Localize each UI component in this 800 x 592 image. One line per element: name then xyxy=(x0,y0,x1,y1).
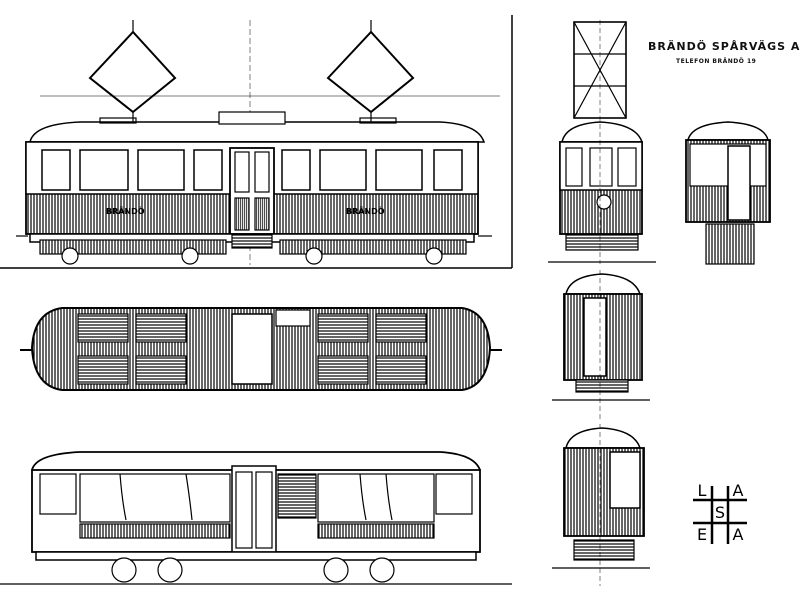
section-view xyxy=(0,451,512,585)
logo-letter-5: A xyxy=(732,524,744,544)
logo-letter-1: L xyxy=(697,480,707,500)
logo-letter-2: A xyxy=(732,480,744,500)
rear-end-view xyxy=(685,121,771,265)
logo-letter-3: S xyxy=(714,502,726,522)
company-phone: TELEFON BRÄNDÖ 19 xyxy=(676,58,757,65)
plan-view xyxy=(20,307,502,391)
side-elevation xyxy=(0,15,513,269)
company-title: BRÄNDÖ SPÅRVÄGS A.-B. xyxy=(648,40,800,53)
front-end-view xyxy=(548,20,656,264)
logo-letter-4: E xyxy=(696,524,708,544)
car-lettering-left: BRÄNDÖ xyxy=(106,206,145,216)
car-lettering-right: BRÄNDÖ xyxy=(346,206,385,216)
cross-section-2 xyxy=(552,424,650,586)
cross-section-1 xyxy=(552,270,650,420)
